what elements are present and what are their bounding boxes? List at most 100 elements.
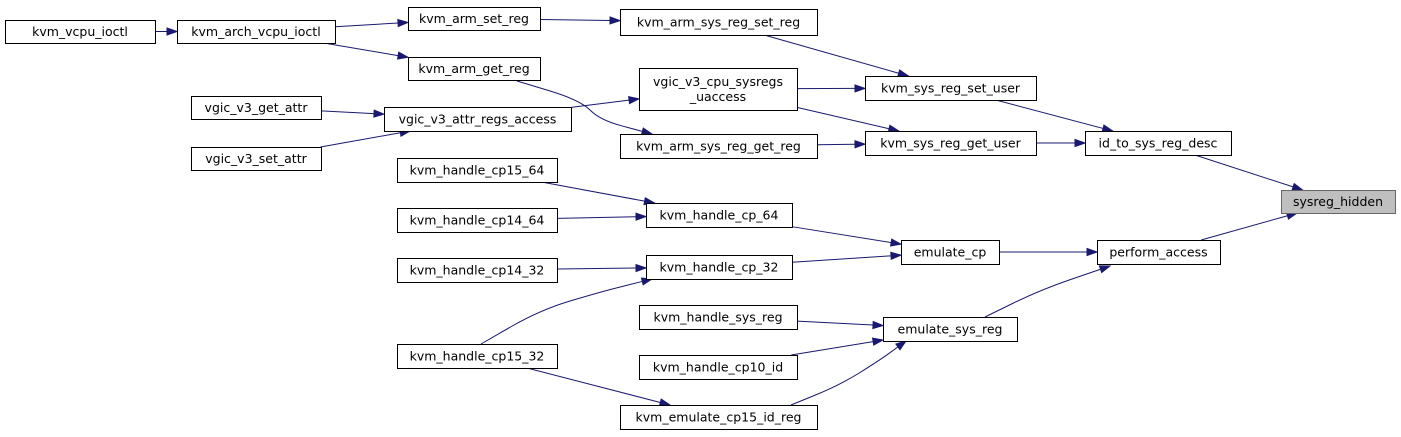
edge-line — [556, 216, 637, 219]
arrow-head-icon — [1101, 124, 1115, 133]
node-kvm-handle-cp10-id[interactable]: kvm_handle_cp10_id — [639, 355, 798, 380]
node-kvm-handle-cp-32[interactable]: kvm_handle_cp_32 — [646, 255, 793, 280]
edge-kvm_arm_set_reg-to-kvm_arm_sys_reg_set_reg — [539, 16, 622, 25]
arrow-head-icon — [658, 398, 672, 407]
arrow-head-icon — [889, 238, 903, 247]
edge-kvm_emulate_cp15_id_reg-to-emulate_sys_reg — [790, 340, 908, 406]
node-box — [1085, 131, 1232, 156]
node-kvm-emulate-cp15-id-reg[interactable]: kvm_emulate_cp15_id_reg — [620, 405, 818, 430]
node-kvm-sys-reg-get-user[interactable]: kvm_sys_reg_get_user — [865, 131, 1037, 156]
edge-kvm_handle_cp14_32-to-kvm_handle_cp_32 — [556, 263, 648, 273]
edge-kvm_sys_reg_set_user-to-id_to_sys_reg_desc — [995, 99, 1115, 133]
node-label: kvm_arm_sys_reg_get_reg — [636, 139, 801, 154]
arrow-head-icon — [1098, 265, 1112, 274]
edge-line — [516, 80, 643, 132]
edge-line — [791, 341, 874, 356]
arrow-head-icon — [854, 140, 867, 149]
arrow-head-icon — [1086, 247, 1099, 257]
node-kvm-arm-sys-reg-get-reg[interactable]: kvm_arm_sys_reg_get_reg — [620, 134, 818, 159]
arrow-head-icon — [895, 340, 908, 351]
arrow-head-icon — [397, 18, 410, 28]
arrow-head-icon — [890, 251, 903, 261]
node-vgic-v3-get-attr[interactable]: vgic_v3_get_attr — [191, 96, 322, 120]
node-kvm-handle-cp14-32[interactable]: kvm_handle_cp14_32 — [397, 258, 558, 283]
edge-kvm_handle_cp15_64-to-kvm_handle_cp_64 — [541, 181, 656, 206]
arrow-head-icon — [166, 27, 179, 36]
node-kvm-handle-sys-reg[interactable]: kvm_handle_sys_reg — [639, 305, 798, 330]
edge-line — [1201, 215, 1288, 241]
node-emulate-cp[interactable]: emulate_cp — [901, 240, 1000, 265]
node-box — [397, 158, 558, 183]
node-kvm-arm-set-reg[interactable]: kvm_arm_set_reg — [408, 7, 541, 31]
node-perform-access[interactable]: perform_access — [1097, 240, 1221, 265]
arrow-head-icon — [854, 84, 867, 93]
node-box — [865, 76, 1037, 101]
edge-emulate_cp-to-perform_access — [999, 247, 1099, 257]
edge-line — [320, 132, 401, 148]
node-box — [639, 355, 798, 380]
edge-line — [323, 42, 399, 57]
node-label: kvm_sys_reg_set_user — [881, 81, 1021, 96]
node-vgic-v3-set-attr[interactable]: vgic_v3_set_attr — [191, 147, 322, 171]
node-box — [620, 134, 818, 159]
node-box — [901, 240, 1000, 265]
node-box — [384, 107, 572, 132]
node-vgic-v3-attr-regs-access[interactable]: vgic_v3_attr_regs_access — [384, 107, 572, 132]
edge-kvm_handle_cp_64-to-emulate_cp — [791, 226, 903, 247]
edge-line — [984, 268, 1101, 318]
node-label: vgic_v3_attr_regs_access — [399, 112, 557, 127]
edge-line — [334, 22, 399, 28]
node-box — [177, 20, 336, 44]
node-kvm-handle-cp14-64[interactable]: kvm_handle_cp14_64 — [397, 208, 558, 233]
node-kvm-handle-cp15-64[interactable]: kvm_handle_cp15_64 — [397, 158, 558, 183]
node-label: kvm_handle_cp15_64 — [410, 163, 545, 178]
node-kvm-arm-sys-reg-set-reg[interactable]: kvm_arm_sys_reg_set_reg — [620, 9, 818, 36]
node-sysreg-hidden[interactable]: sysreg_hidden — [1281, 190, 1396, 214]
node-kvm-sys-reg-set-user[interactable]: kvm_sys_reg_set_user — [865, 76, 1037, 101]
edge-line — [320, 110, 375, 115]
edge-vgic_v3_get_attr-to-vgic_v3_attr_regs_access — [320, 109, 386, 118]
edge-kvm_arch_vcpu_ioctl-to-kvm_arm_get_reg — [323, 42, 410, 60]
node-label: vgic_v3_cpu_sysregs — [653, 74, 783, 89]
node-emulate-sys-reg[interactable]: emulate_sys_reg — [883, 317, 1018, 342]
arrow-head-icon — [871, 337, 885, 346]
node-box — [883, 317, 1018, 342]
node-kvm-handle-cp-64[interactable]: kvm_handle_cp_64 — [646, 203, 793, 228]
edge-perform_access-to-sysreg_hidden — [1201, 211, 1299, 241]
arrow-head-icon — [897, 69, 910, 78]
edge-line — [764, 34, 899, 74]
node-kvm-vcpu-ioctl[interactable]: kvm_vcpu_ioctl — [5, 20, 156, 44]
node-kvm-handle-cp15-32[interactable]: kvm_handle_cp15_32 — [397, 344, 558, 369]
nodes-layer: kvm_vcpu_ioctl kvm_arch_vcpu_ioctl kvm_arm… — [5, 7, 1396, 430]
node-kvm-arm-get-reg[interactable]: kvm_arm_get_reg — [408, 57, 541, 81]
node-label: id_to_sys_reg_desc — [1099, 136, 1218, 151]
edge-line — [790, 346, 899, 406]
node-label: kvm_arm_sys_reg_set_reg — [637, 15, 800, 30]
node-label: kvm_handle_cp10_id — [653, 360, 783, 375]
node-label: vgic_v3_get_attr — [205, 100, 309, 115]
node-label: kvm_handle_cp14_64 — [410, 213, 545, 228]
edge-vgic_v3_cpu_sysregs_uaccess-to-kvm_sys_reg_set_user — [796, 84, 867, 93]
edges-layer — [155, 16, 1305, 407]
edge-line — [791, 255, 892, 263]
node-label: emulate_sys_reg — [898, 322, 1003, 337]
node-box — [408, 7, 541, 31]
node-box — [397, 344, 558, 369]
node-box — [646, 203, 793, 228]
node-vgic-v3-cpu-sysregs-uaccess[interactable]: vgic_v3_cpu_sysregs_uaccess — [639, 68, 798, 111]
node-label: kvm_emulate_cp15_id_reg — [636, 410, 802, 425]
node-box — [5, 20, 156, 44]
node-box — [620, 9, 818, 36]
node-label: kvm_handle_sys_reg — [653, 310, 782, 325]
arrow-head-icon — [609, 16, 622, 25]
node-box — [397, 258, 558, 283]
node-kvm-arch-vcpu-ioctl[interactable]: kvm_arch_vcpu_ioctl — [177, 20, 336, 44]
edge-kvm_vcpu_ioctl-to-kvm_arch_vcpu_ioctl — [155, 27, 179, 36]
node-label: kvm_vcpu_ioctl — [32, 24, 128, 39]
edge-vgic_v3_cpu_sysregs_uaccess-to-kvm_sys_reg_get_user — [796, 106, 901, 133]
edge-line — [570, 99, 630, 108]
node-label: _uaccess — [689, 89, 746, 104]
node-id-to-sys-reg-desc[interactable]: id_to_sys_reg_desc — [1085, 131, 1232, 156]
edge-line — [796, 106, 890, 130]
node-label: kvm_handle_cp_64 — [660, 208, 779, 223]
